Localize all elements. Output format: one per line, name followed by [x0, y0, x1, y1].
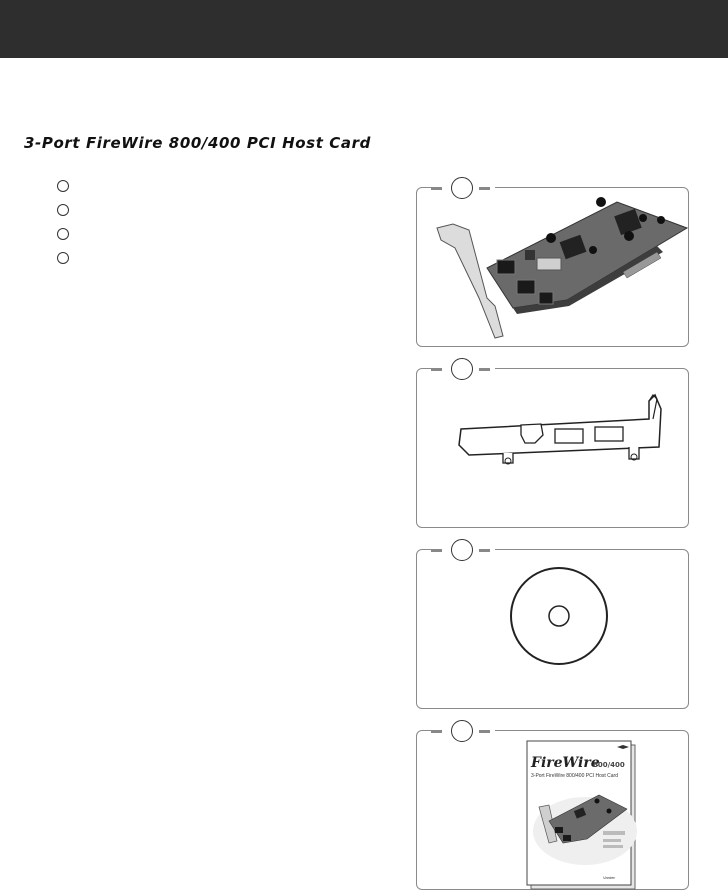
panel-label [431, 539, 495, 561]
package-checklist [57, 180, 69, 276]
checklist-item [57, 180, 69, 192]
header-bar [0, 0, 728, 58]
item-badge [451, 539, 473, 561]
manual-illustration: FireWire 800/400 3-Port FireWire 800/400… [526, 740, 637, 890]
package-item-low-profile-bracket [416, 358, 689, 528]
circle-bullet-icon [57, 180, 69, 192]
item-badge [451, 177, 473, 199]
manual-brand: FireWire [530, 755, 600, 771]
checklist-item [57, 252, 69, 264]
pci-card-illustration [436, 197, 689, 339]
circle-bullet-icon [57, 252, 69, 264]
checklist-item [57, 204, 69, 216]
panel-label [431, 358, 495, 380]
page-title: 3-Port FireWire 800/400 PCI Host Card [24, 134, 371, 152]
item-badge [451, 720, 473, 742]
package-item-pci-card [416, 177, 689, 347]
circle-bullet-icon [57, 228, 69, 240]
circle-bullet-icon [57, 204, 69, 216]
item-badge [451, 358, 473, 380]
manual-footer: Vantec [603, 875, 615, 880]
panel-label [431, 720, 495, 742]
cd-illustration [510, 567, 608, 665]
manual-version: 800/400 [593, 761, 625, 769]
package-item-driver-cd [416, 539, 689, 709]
panel-label [431, 177, 495, 199]
package-item-user-manual: FireWire 800/400 3-Port FireWire 800/400… [416, 720, 689, 890]
bracket-illustration [458, 393, 662, 465]
manual-subtitle: 3-Port FireWire 800/400 PCI Host Card [531, 773, 618, 779]
checklist-item [57, 228, 69, 240]
